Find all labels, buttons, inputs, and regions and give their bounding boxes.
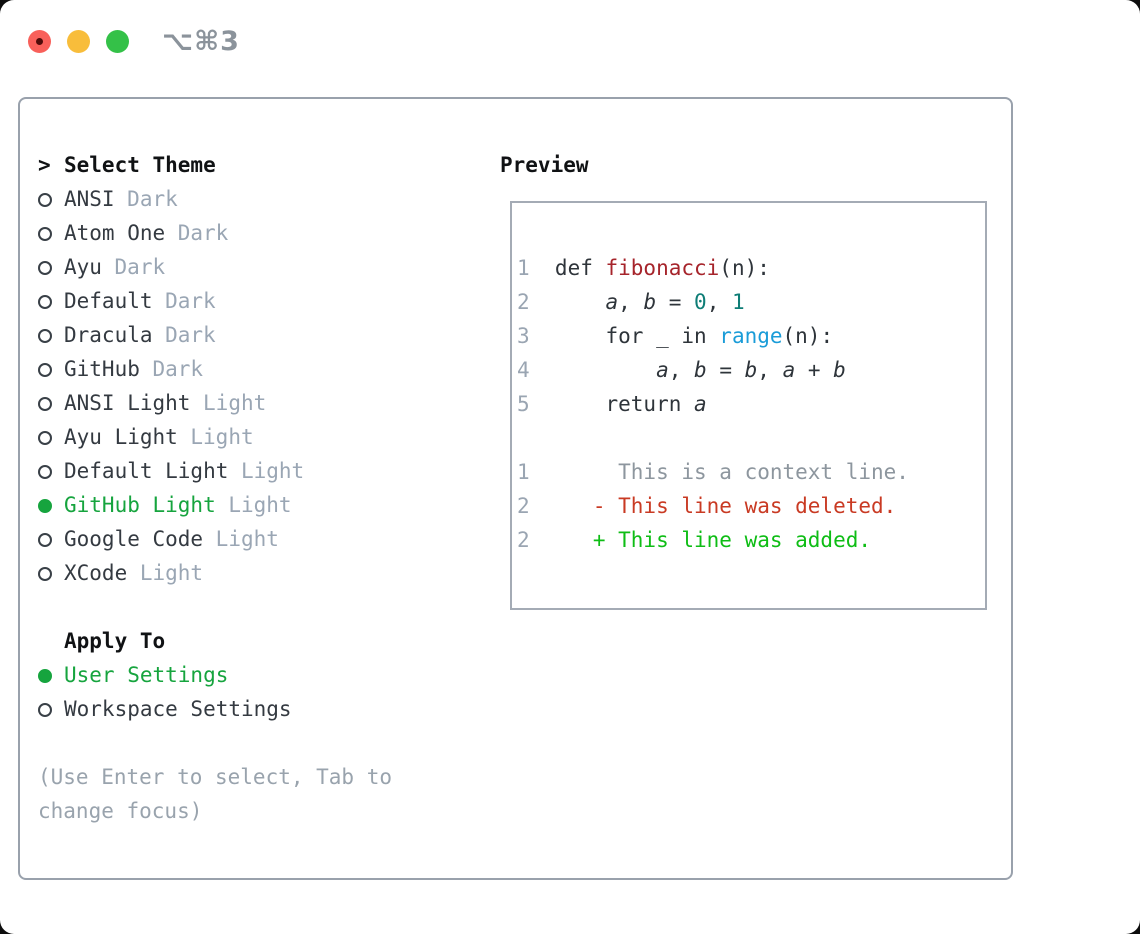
zoom-button[interactable] <box>106 30 129 53</box>
theme-variant: Light <box>215 527 279 551</box>
code-line-4: 4 a, b = b, a + b <box>517 353 985 387</box>
spacer <box>38 590 392 624</box>
line-number: 4 <box>517 358 530 382</box>
spacer <box>38 726 392 760</box>
code-line-5: 5 return a <box>517 387 985 421</box>
select-theme-header: > Select Theme <box>38 148 392 182</box>
diff-deleted-line: 2 - This line was deleted. <box>517 489 985 523</box>
theme-variant: Dark <box>165 323 216 347</box>
code-line-2: 2 a, b = 0, 1 <box>517 285 985 319</box>
theme-variant: Light <box>203 391 267 415</box>
hint-line-1: (Use Enter to select, Tab to <box>38 765 393 789</box>
line-number: 2 <box>517 528 530 552</box>
function-name: fibonacci <box>605 256 720 280</box>
theme-variant: Dark <box>127 187 178 211</box>
radio-icon <box>38 363 52 377</box>
prompt-icon: > <box>38 153 51 177</box>
line-number: 2 <box>517 290 530 314</box>
close-button[interactable] <box>28 30 51 53</box>
preview-title: Preview <box>500 153 589 177</box>
apply-to-header: Apply To <box>38 624 392 658</box>
radio-icon <box>38 703 52 717</box>
theme-variant: Dark <box>177 221 229 245</box>
line-number: 3 <box>517 324 530 348</box>
diff-added-line: 2 + This line was added. <box>517 523 985 557</box>
select-theme-title: Select Theme <box>64 153 216 177</box>
radio-selected-icon <box>38 499 52 513</box>
radio-icon <box>38 193 52 207</box>
radio-icon <box>38 295 52 309</box>
theme-variant: Light <box>240 459 305 483</box>
preview-blank-line <box>517 217 985 251</box>
diff-context-line: 1 This is a context line. <box>517 455 985 489</box>
line-number: 1 <box>517 460 530 484</box>
number-literal: 0 <box>694 290 707 314</box>
builtin-name: range <box>719 324 783 348</box>
apply-option-workspace-settings[interactable]: Workspace Settings <box>38 692 392 726</box>
hint-line-2: change focus) <box>38 799 203 823</box>
radio-icon <box>38 227 52 241</box>
radio-icon <box>38 431 52 445</box>
radio-icon <box>38 261 52 275</box>
number-literal: 1 <box>732 290 745 314</box>
apply-option-user-settings[interactable]: User Settings <box>38 658 392 692</box>
window-shortcut-label: ⌥⌘3 <box>162 26 240 57</box>
radio-icon <box>38 465 52 479</box>
radio-selected-icon <box>38 669 52 683</box>
titlebar: ⌥⌘3 <box>28 26 240 57</box>
radio-icon <box>38 533 52 547</box>
minimize-button[interactable] <box>67 30 90 53</box>
radio-icon <box>38 329 52 343</box>
preview-blank-line <box>517 421 985 455</box>
apply-to-title: Apply To <box>64 629 166 653</box>
theme-variant: Dark <box>114 255 166 279</box>
line-number: 2 <box>517 494 530 518</box>
radio-icon <box>38 397 52 411</box>
line-number: 5 <box>517 392 530 416</box>
code-line-3: 3 for _ in range(n): <box>517 319 985 353</box>
theme-variant: Light <box>139 561 204 585</box>
theme-variant: Light <box>228 493 292 517</box>
theme-variant: Light <box>190 425 254 449</box>
theme-variant: Dark <box>165 289 216 313</box>
line-number: 1 <box>517 256 530 280</box>
theme-variant: Dark <box>152 357 204 381</box>
radio-icon <box>38 567 52 581</box>
